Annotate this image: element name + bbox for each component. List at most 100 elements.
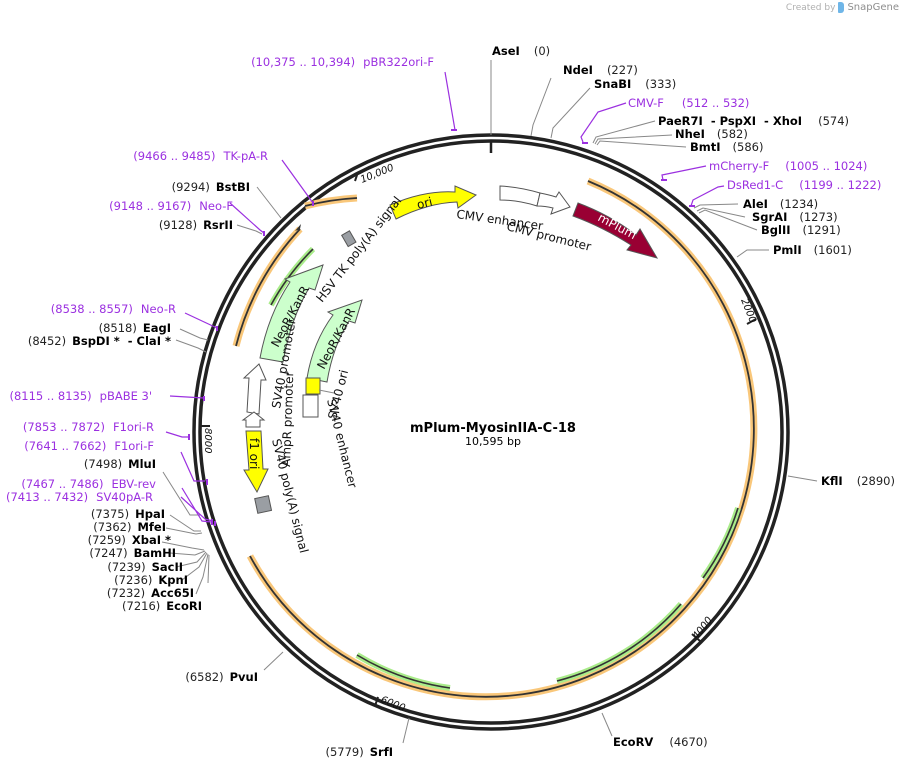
svg-text:(7641 .. 7662)F1ori-F: (7641 .. 7662)F1ori-F [24,439,154,453]
primer-labels-right: CMV-F(512 .. 532) mCherry-F(1005 .. 1024… [628,96,881,192]
feature-f1-ori: f1 ori [243,430,269,494]
site-nhei[interactable]: NheI [675,127,705,141]
site-kpni[interactable]: KpnI [158,573,188,587]
svg-text:(7236)KpnI: (7236)KpnI [114,573,188,587]
svg-text:(7467 .. 7486)EBV-rev: (7467 .. 7486)EBV-rev [21,477,156,491]
svg-text:(7247)BamHI: (7247)BamHI [89,546,176,560]
primer-f1ori-r[interactable]: F1ori-R [113,420,154,434]
primer-cmv-f[interactable]: CMV-F [628,96,664,110]
svg-text:(9294)BstBI: (9294)BstBI [172,180,250,194]
svg-text:(7362)MfeI: (7362)MfeI [93,520,166,534]
primer-tk-pa-r[interactable]: TK-pA-R [222,149,268,163]
primer-pbr322ori-f[interactable]: pBR322ori-F [363,55,434,69]
site-ecori[interactable]: EcoRI [166,599,202,613]
site-acc65i[interactable]: Acc65I [151,586,194,600]
primer-ebv-rev[interactable]: EBV-rev [111,477,156,491]
svg-text:PmlI(1601): PmlI(1601) [773,243,852,257]
site-srfi[interactable]: SrfI [370,745,393,759]
site-sgrai[interactable]: SgrAI [752,210,787,224]
svg-text:PaeR7I - PspXI - XhoI(574): PaeR7I - PspXI - XhoI(574) [658,114,849,128]
svg-text:NheI(582): NheI(582) [675,127,748,141]
primer-marks [188,129,695,526]
svg-text:BglII(1291): BglII(1291) [761,223,841,237]
svg-text:BmtI(586): BmtI(586) [690,140,763,154]
site-sacii[interactable]: SacII [152,560,183,574]
primer-dsred1-c[interactable]: DsRed1-C [727,178,783,192]
feature-label-sv40-enhancer: SV40 enhancer [324,397,360,489]
site-mfei[interactable]: MfeI [137,520,166,534]
svg-text:(8115 .. 8135)pBABE 3': (8115 .. 8135)pBABE 3' [10,389,153,403]
feature-neor-kanr-2: NeoR/KanR [306,299,363,383]
credit-brand: SnapGene [847,2,899,13]
feature-label-f1-ori: f1 ori [247,438,261,469]
orf-arc-left [232,194,358,347]
svg-text:(7413 .. 7432)SV40pA-R: (7413 .. 7432)SV40pA-R [6,490,153,504]
feature-label-ori: ori [415,195,434,212]
site-mlui[interactable]: MluI [128,457,156,471]
svg-text:(9148 .. 9167)Neo-F: (9148 .. 9167)Neo-F [109,199,233,213]
svg-text:(7232)Acc65I: (7232)Acc65I [107,586,194,600]
feature-label-ampr-promoter: AmpR promoter [279,371,296,467]
site-pmli[interactable]: PmlI [773,243,802,257]
svg-text:SgrAI(1273): SgrAI(1273) [752,210,838,224]
site-labels-left: (5779)SrfI (6582)PvuI (7216)EcoRI (7232)… [28,180,393,759]
feature-ori: ori [389,185,478,220]
svg-text:EcoRV(4670): EcoRV(4670) [613,735,708,749]
feature-hsv-tk-polya: HSV TK poly(A) signal [313,194,404,305]
primer-pbabe-3[interactable]: pBABE 3' [100,389,152,403]
tick-label-2000: 2000 [738,297,758,325]
svg-text:(8518)EagI: (8518)EagI [99,321,171,335]
primer-neo-f[interactable]: Neo-F [199,199,233,213]
primer-mcherry-f[interactable]: mCherry-F [709,159,769,173]
site-ecorv[interactable]: EcoRV [613,735,653,749]
svg-text:(9128)RsrII: (9128)RsrII [159,218,233,232]
svg-text:(7498)MluI: (7498)MluI [84,457,156,471]
svg-text:NdeI(227): NdeI(227) [563,63,638,77]
feature-sv40-polya: SV40 poly(A) signal [254,437,311,554]
svg-text:(10,375 .. 10,394)pBR322ori-F: (10,375 .. 10,394)pBR322ori-F [251,55,434,69]
svg-text:mCherry-F(1005 .. 1024): mCherry-F(1005 .. 1024) [709,159,867,173]
primer-neo-r[interactable]: Neo-R [141,302,176,316]
svg-text:(7853 .. 7872)F1ori-R: (7853 .. 7872)F1ori-R [23,420,154,434]
plasmid-name: mPlum-MyosinIIA-C-18 [410,421,576,436]
site-asei[interactable]: AseI [492,44,520,58]
site-alei[interactable]: AleI [743,197,768,211]
snapgene-logo-icon [838,2,845,13]
primer-f1ori-f[interactable]: F1ori-F [114,439,154,453]
site-rsrii[interactable]: RsrII [203,218,233,232]
svg-text:DsRed1-C(1199 .. 1222): DsRed1-C(1199 .. 1222) [727,178,881,192]
svg-text:(8538 .. 8557)Neo-R: (8538 .. 8557)Neo-R [51,302,176,316]
site-bglii[interactable]: BglII [761,223,791,237]
svg-text:(7216)EcoRI: (7216)EcoRI [122,599,202,613]
svg-text:(6582)PvuI: (6582)PvuI [185,670,258,684]
svg-text:(9466 .. 9485)TK-pA-R: (9466 .. 9485)TK-pA-R [133,149,268,163]
site-bmti[interactable]: BmtI [690,140,721,154]
svg-text:(7239)SacII: (7239)SacII [107,560,183,574]
site-leader-lines [161,60,818,744]
site-ndei[interactable]: NdeI [563,63,593,77]
primer-sv40pa-r[interactable]: SV40pA-R [96,490,153,504]
site-xhoi[interactable]: PaeR7I - PspXI - XhoI [658,114,802,128]
site-snabi[interactable]: SnaBI [594,77,631,91]
site-bstbi[interactable]: BstBI [216,180,250,194]
svg-text:(5779)SrfI: (5779)SrfI [326,745,394,759]
svg-text:SnaBI(333): SnaBI(333) [594,77,676,91]
svg-text:CMV-F(512 .. 532): CMV-F(512 .. 532) [628,96,749,110]
site-hpai[interactable]: HpaI [135,507,165,521]
feature-label-cmv-promoter: CMV promoter [505,219,592,254]
site-xbai[interactable]: XbaI * [132,533,171,547]
svg-text:KflI(2890): KflI(2890) [821,474,895,488]
site-eagi[interactable]: EagI [143,321,171,335]
site-bamhi[interactable]: BamHI [134,546,176,560]
plasmid-length: 10,595 bp [465,435,521,448]
svg-text:(7375)HpaI: (7375)HpaI [91,507,165,521]
site-pvui[interactable]: PvuI [230,670,258,684]
site-labels-right: AseI(0) NdeI(227) SnaBI(333) PaeR7I - Ps… [492,44,895,749]
site-kfli[interactable]: KflI [821,474,843,488]
feature-sv40-enhancer: SV40 enhancer [302,394,360,489]
site-clai[interactable]: BspDI * - ClaI * [72,334,171,348]
primer-labels-left: (7413 .. 7432)SV40pA-R (7467 .. 7486)EBV… [6,55,434,504]
orf-arcs-green [268,246,741,691]
credit-prefix: Created by [785,2,836,13]
